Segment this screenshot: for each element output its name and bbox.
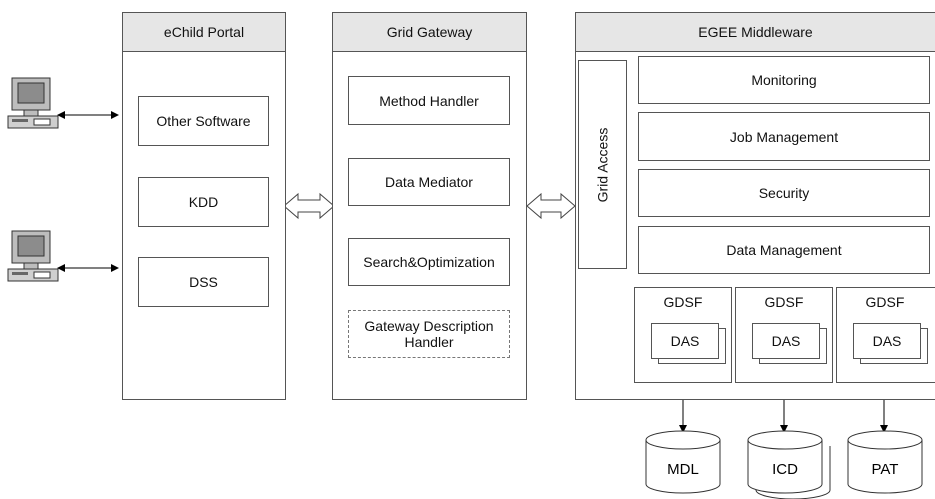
desktop-computer-icon bbox=[7, 77, 59, 129]
method-handler-box: Method Handler bbox=[348, 76, 510, 125]
das-box: DAS bbox=[853, 323, 921, 359]
data-management-box: Data Management bbox=[638, 226, 930, 274]
db-label-pat: PAT bbox=[872, 461, 899, 478]
gdsf-label: GDSF bbox=[663, 294, 703, 310]
kdd-box: KDD bbox=[138, 177, 269, 227]
job-management-box: Job Management bbox=[638, 112, 930, 161]
data-mediator-box: Data Mediator bbox=[348, 158, 510, 206]
double-arrow-icon bbox=[283, 192, 335, 220]
other-software-box: Other Software bbox=[138, 96, 269, 146]
double-arrow-icon bbox=[526, 192, 576, 220]
echild-portal-title: eChild Portal bbox=[123, 13, 285, 52]
grid-gateway-title: Grid Gateway bbox=[333, 13, 526, 52]
gdsf-unit: GDSF DAS bbox=[836, 287, 935, 383]
security-box: Security bbox=[638, 169, 930, 217]
gateway-description-line1: Gateway Description bbox=[364, 318, 494, 334]
search-optimization-box: Search&Optimization bbox=[348, 238, 510, 286]
gdsf-unit: GDSF DAS bbox=[634, 287, 732, 383]
egee-middleware-title: EGEE Middleware bbox=[576, 13, 935, 52]
db-label-mdl: MDL bbox=[667, 461, 699, 478]
grid-access-label: Grid Access bbox=[594, 127, 611, 202]
database-cylinder-icon: ICD bbox=[747, 430, 831, 499]
db-label-icd: ICD bbox=[772, 461, 798, 478]
desktop-computer-icon bbox=[7, 230, 59, 282]
das-box: DAS bbox=[752, 323, 820, 359]
database-cylinder-icon: MDL bbox=[645, 430, 721, 494]
gateway-description-handler-box: Gateway Description Handler bbox=[348, 310, 510, 358]
gdsf-label: GDSF bbox=[764, 294, 804, 310]
monitoring-box: Monitoring bbox=[638, 56, 930, 104]
gateway-description-line2: Handler bbox=[404, 334, 454, 350]
grid-access-box: Grid Access bbox=[578, 60, 627, 269]
das-box: DAS bbox=[651, 323, 719, 359]
gdsf-label: GDSF bbox=[865, 294, 905, 310]
database-cylinder-icon: PAT bbox=[847, 430, 923, 494]
gdsf-unit: GDSF DAS bbox=[735, 287, 833, 383]
dss-box: DSS bbox=[138, 257, 269, 307]
